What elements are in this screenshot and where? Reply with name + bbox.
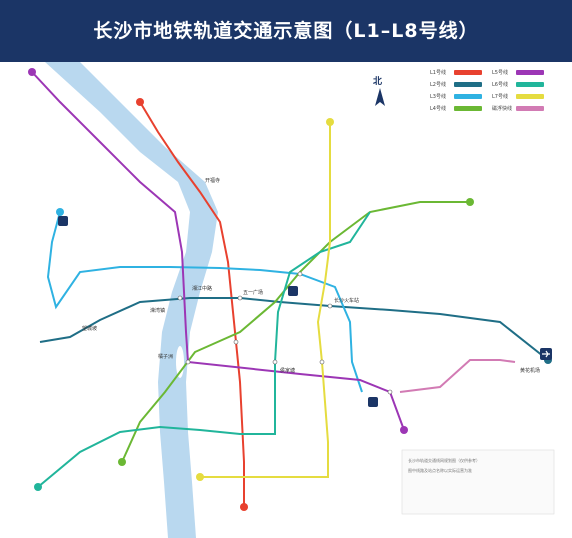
legend-swatch (516, 82, 544, 87)
station-label: 湘江中路 (192, 285, 212, 292)
legend-label: L5号线 (492, 69, 508, 76)
station-label: 橘子洲 (158, 353, 173, 360)
station-labels: 开福寺 五一广场 长沙火车站 湘江中路 望城坡 黄花机场 侯家塘 溁湾镇 橘子洲 (82, 177, 540, 374)
station-label: 溁湾镇 (150, 307, 165, 314)
line-6 (37, 211, 371, 488)
terminal-badge-l1 (136, 98, 144, 106)
compass-icon (375, 88, 385, 106)
legend-swatch (516, 70, 544, 75)
terminal-badge-l7s (196, 473, 204, 481)
legend-label: L1号线 (430, 69, 446, 76)
legend-swatch (454, 94, 482, 99)
terminal-badge-l1s (240, 503, 248, 511)
station-label: 侯家塘 (280, 367, 295, 374)
xiang-river (45, 62, 218, 538)
terminal-badge-l4s (118, 458, 126, 466)
legend-swatch (454, 106, 482, 111)
terminal-badge-l5 (28, 68, 36, 76)
legend-label: L4号线 (430, 105, 446, 112)
map-title: 长沙市地铁轨道交通示意图（L1–L8号线） (93, 20, 479, 42)
railway-hub-icon (368, 397, 378, 407)
line-3 (46, 211, 363, 393)
legend-label: 磁浮快线 (492, 105, 512, 112)
line-8 (399, 359, 516, 393)
terminal-badge-l3 (56, 208, 64, 216)
station-label: 望城坡 (82, 325, 97, 332)
legend-label: L7号线 (492, 93, 508, 100)
station-label: 五一广场 (243, 289, 263, 296)
station-dots (177, 271, 393, 395)
legend-swatch (516, 106, 544, 111)
north-label: 北 (373, 75, 382, 87)
legend-swatch (454, 70, 482, 75)
terminal-badge-l4 (466, 198, 474, 206)
metro-map: 开福寺 五一广场 长沙火车站 湘江中路 望城坡 黄花机场 侯家塘 溁湾镇 橘子洲… (28, 62, 555, 538)
station-label: 黄花机场 (520, 367, 540, 374)
line-2 (39, 297, 549, 361)
station-label: 开福寺 (205, 177, 220, 184)
north-arrow: 北 (373, 75, 385, 106)
railway-hub-icon (58, 216, 68, 226)
legend-label: L3号线 (430, 93, 446, 100)
title-banner: 长沙市地铁轨道交通示意图（L1–L8号线） (0, 0, 572, 62)
airplane-icon (540, 348, 552, 360)
line-4 (121, 201, 470, 463)
terminal-badge-l7 (326, 118, 334, 126)
legend-swatch (454, 82, 482, 87)
terminal-badge-l6 (34, 483, 42, 491)
station-label: 长沙火车站 (334, 297, 359, 304)
railway-hub-icon (288, 286, 298, 296)
notes-box: 长沙市轨道交通线网规划图（仅供参考） 图中线路及站点名称以实际运营为准 (401, 449, 555, 515)
note-line: 长沙市轨道交通线网规划图（仅供参考） (408, 457, 480, 463)
line-7 (200, 122, 331, 478)
line-5 (31, 71, 405, 431)
terminal-badge-l5s (400, 426, 408, 434)
line-1 (139, 101, 245, 507)
note-line: 图中线路及站点名称以实际运营为准 (408, 467, 472, 473)
legend-label: L6号线 (492, 81, 508, 88)
legend-swatch (516, 94, 544, 99)
legend-label: L2号线 (430, 81, 446, 88)
